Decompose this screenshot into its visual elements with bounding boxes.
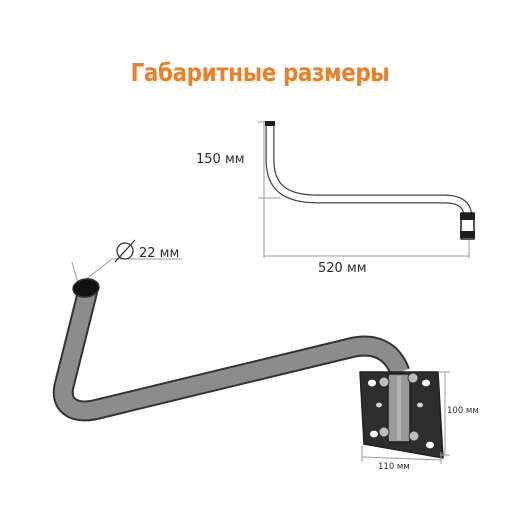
plate-hole bbox=[368, 379, 376, 387]
plate-width-label: 110 мм bbox=[378, 462, 410, 472]
plate-height-label: 100 мм bbox=[447, 406, 479, 416]
side-plate-clamp-bottom bbox=[460, 231, 475, 238]
diameter-symbol-slash bbox=[114, 239, 136, 263]
clamp-nut bbox=[378, 426, 390, 438]
clamp-nut bbox=[408, 430, 420, 442]
side-tube-fill bbox=[266, 124, 472, 219]
plate-slot bbox=[417, 402, 423, 408]
side-plate-clamp-top bbox=[460, 213, 475, 220]
tube-body bbox=[54, 287, 408, 420]
diameter-dimension-label: 22 мм bbox=[139, 246, 180, 261]
plate-width-dimension-line bbox=[361, 456, 442, 461]
bracket-3d bbox=[52, 278, 450, 464]
side-view bbox=[258, 121, 475, 258]
clamp-nut bbox=[407, 372, 419, 384]
plate-slot bbox=[376, 402, 382, 408]
diameter-symbol-icon bbox=[116, 242, 134, 260]
clamp-nut bbox=[378, 376, 390, 388]
figure-title: Габаритные размеры bbox=[130, 58, 390, 87]
plate-hole bbox=[426, 441, 434, 449]
length-dimension-label: 520 мм bbox=[318, 261, 367, 276]
side-tube-cap bbox=[265, 121, 275, 126]
tube-open-end bbox=[72, 278, 100, 298]
height-dimension-label: 150 мм bbox=[196, 152, 245, 167]
plate-hole bbox=[422, 379, 430, 387]
plate-hole bbox=[370, 430, 378, 438]
side-tube-outline bbox=[265, 124, 473, 219]
